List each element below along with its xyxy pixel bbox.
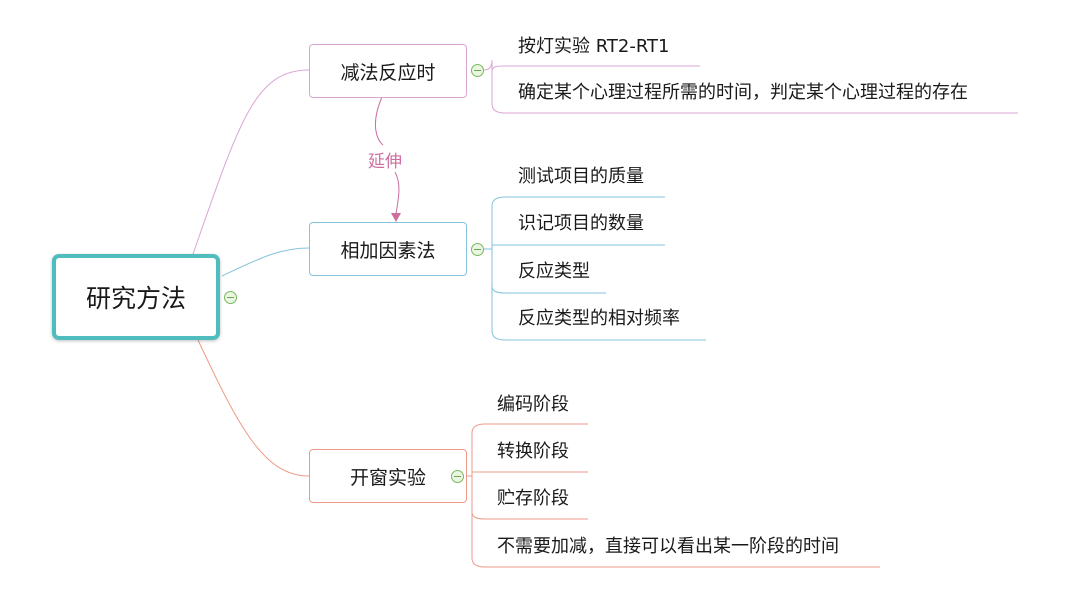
relation-arrow-line [374, 96, 400, 215]
relation-label[interactable]: 延伸 [368, 152, 402, 172]
leaf-item[interactable]: 贮存阶段 [497, 488, 569, 509]
root-label: 研究方法 [85, 284, 186, 313]
leaf-item[interactable]: 转换阶段 [497, 441, 569, 462]
leaf-item[interactable]: 确定某个心理过程所需的时间，判定某个心理过程的存在 [518, 82, 968, 103]
branch-label: 相加因素法 [340, 239, 436, 262]
leaf-item[interactable]: 反应类型的相对频率 [518, 308, 680, 329]
leaf-item[interactable]: 反应类型 [518, 261, 590, 282]
connector-root-to-branch-2 [221, 247, 310, 277]
relation-arrowhead [391, 213, 401, 222]
root-node[interactable]: 研究方法 [52, 254, 220, 340]
connector-branch-2-leaves [484, 196, 706, 341]
connector-branch-3-leaves [463, 423, 880, 568]
branch-node-open-window[interactable]: 开窗实验 [309, 449, 467, 503]
connector-branch-1-leaves [483, 59, 1018, 114]
collapse-minus-icon[interactable] [451, 470, 464, 483]
collapse-minus-icon[interactable] [471, 243, 484, 256]
leaf-item[interactable]: 识记项目的数量 [518, 213, 644, 234]
collapse-minus-icon[interactable] [224, 291, 237, 304]
branch-node-additive-factors[interactable]: 相加因素法 [309, 222, 467, 276]
leaf-item[interactable]: 编码阶段 [497, 394, 569, 415]
leaf-item[interactable]: 测试项目的质量 [518, 166, 644, 187]
collapse-minus-icon[interactable] [471, 64, 484, 77]
branch-label: 减法反应时 [340, 61, 436, 84]
leaf-item[interactable]: 不需要加减，直接可以看出某一阶段的时间 [497, 536, 839, 557]
leaf-item[interactable]: 按灯实验 RT2-RT1 [518, 36, 670, 57]
branch-node-subtraction[interactable]: 减法反应时 [309, 44, 467, 98]
connector-root-to-branch-3 [197, 339, 310, 477]
connector-root-to-branch-1 [192, 69, 310, 255]
branch-label: 开窗实验 [349, 466, 426, 489]
